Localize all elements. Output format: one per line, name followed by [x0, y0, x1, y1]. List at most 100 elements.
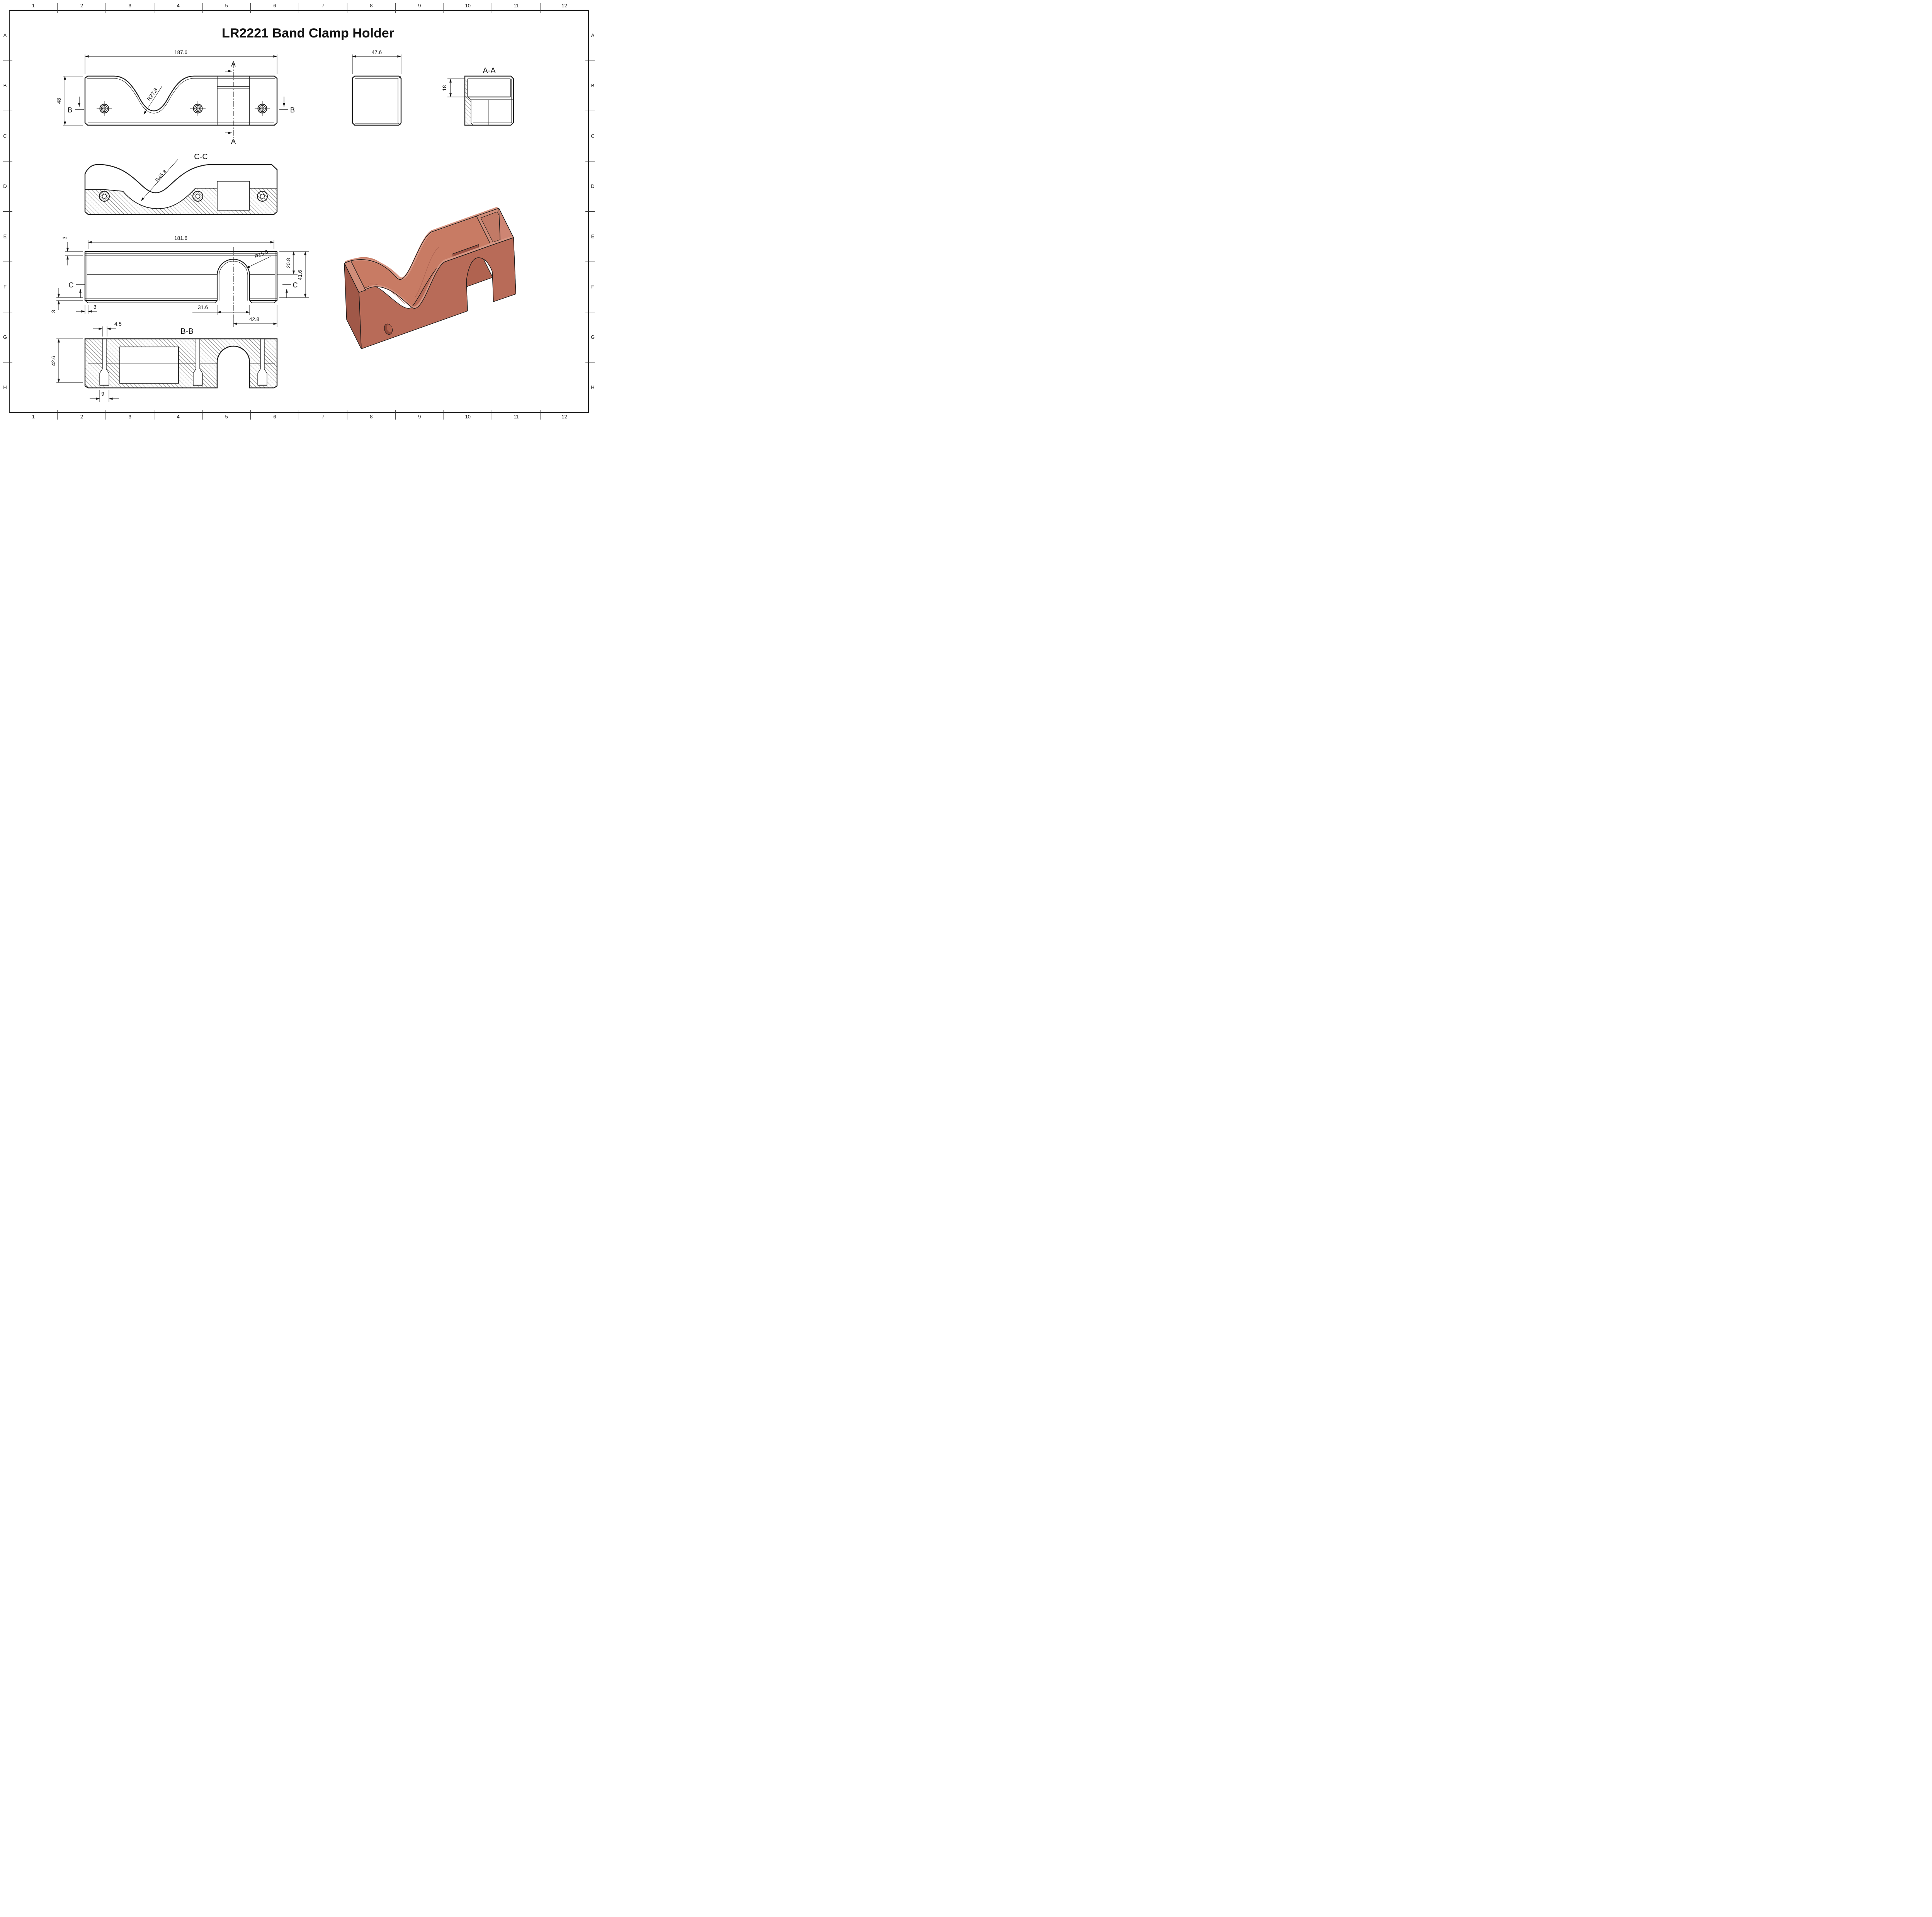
- aa-outline: [464, 75, 514, 126]
- dim-48: 48: [56, 76, 83, 126]
- section-marker-a-bottom: A: [225, 132, 236, 145]
- dim-label: 18: [442, 85, 447, 91]
- cc-inner-wave-edge: [85, 188, 277, 209]
- grid-column-label: 4: [177, 414, 180, 420]
- aa-hatch: [465, 76, 473, 125]
- front-view: R15.8 181.6 3 20.8 41.6 3: [51, 235, 309, 327]
- grid-column-label: 11: [514, 3, 519, 8]
- grid-column-label: 2: [80, 414, 83, 420]
- dim-18: 18: [442, 78, 468, 97]
- grid-column-label: 9: [418, 3, 421, 8]
- section-view-aa: A-A 18: [442, 66, 514, 126]
- section-view-bb: B-B 4.5 42.6 9: [51, 321, 278, 402]
- top-view: 187.6 48 R27.8 A A B: [56, 49, 295, 145]
- grid-row-label: A: [3, 32, 7, 38]
- side-view: 47.6: [352, 49, 402, 126]
- grid-column-label: 12: [561, 3, 567, 8]
- grid-column-label: 4: [177, 3, 180, 8]
- grid-row-label: B: [591, 83, 595, 88]
- aa-inner-lines: [471, 79, 514, 125]
- grid-row-label: C: [3, 133, 7, 139]
- grid-row-label: F: [591, 284, 594, 290]
- dim-label: 42.6: [51, 356, 56, 366]
- grid-column-label: 1: [32, 414, 35, 420]
- grid-ticks: [3, 3, 595, 420]
- grid-row-label: G: [591, 334, 595, 340]
- grid-row-label: D: [591, 183, 594, 189]
- grid-row-label: E: [3, 234, 7, 240]
- render-far-edge: [344, 208, 499, 280]
- marker-label: B: [68, 106, 72, 114]
- section-marker-b-right: B: [279, 97, 295, 114]
- dim-label: 41.6: [297, 270, 303, 280]
- grid-column-label: 6: [273, 3, 276, 8]
- section-marker-a-top: A: [225, 60, 236, 72]
- cc-outline: [84, 164, 278, 215]
- grid-row-label: B: [3, 83, 7, 88]
- grid-row-label: G: [3, 334, 7, 340]
- grid-column-label: 9: [418, 414, 421, 420]
- grid-row-label: E: [591, 234, 595, 240]
- marker-label: B: [290, 106, 295, 114]
- marker-label: C: [293, 281, 298, 289]
- bb-hole-channels: [99, 339, 267, 386]
- render-saddle-surface: [344, 208, 514, 309]
- section-view-cc: C-C R45.8: [84, 153, 278, 215]
- side-view-inner: [355, 76, 401, 126]
- page-title: LR2221 Band Clamp Holder: [222, 26, 394, 41]
- cc-pocket: [217, 181, 250, 211]
- render-left-face: [344, 263, 362, 349]
- render-3d: [344, 207, 516, 349]
- grid-column-label: 3: [129, 3, 131, 8]
- top-view-slot-walls: [217, 76, 250, 125]
- marker-label: A: [231, 138, 236, 145]
- grid-column-label: 10: [465, 3, 470, 8]
- dim-181-6: 181.6: [88, 235, 274, 249]
- bb-pocket: [119, 347, 179, 384]
- grid-row-label: H: [591, 384, 594, 390]
- grid-column-label: 8: [370, 3, 372, 8]
- front-inner-lines: [85, 252, 277, 301]
- dim-label: 31.6: [198, 304, 208, 310]
- section-title: A-A: [483, 66, 496, 75]
- leader-r27-8: R27.8: [143, 85, 163, 115]
- dim-label: 20.8: [286, 258, 291, 268]
- dim-label: 42.8: [249, 316, 259, 322]
- grid-row-label: C: [591, 133, 594, 139]
- dim-label: 4.5: [114, 321, 122, 327]
- section-marker-c-left: C: [69, 281, 85, 298]
- grid-column-label: 8: [370, 414, 372, 420]
- render-near-rim: [359, 236, 513, 309]
- grid-column-label: 6: [273, 414, 276, 420]
- dim-label: 47.6: [372, 49, 382, 55]
- grid-row-label: A: [591, 32, 595, 38]
- grid-column-label: 12: [561, 414, 567, 420]
- grid-column-label: 10: [465, 414, 470, 420]
- marker-label: C: [69, 281, 74, 289]
- bb-outline: [84, 338, 278, 389]
- dim-label: R45.8: [154, 168, 168, 183]
- grid-row-label: H: [3, 384, 7, 390]
- dim-3-bottom-vert: 3: [51, 288, 83, 313]
- section-title: C-C: [194, 153, 208, 161]
- top-view-inner-wave: [87, 78, 275, 114]
- dim-label: 187.6: [174, 49, 187, 55]
- top-view-outline: [84, 75, 278, 126]
- marker-label: A: [231, 60, 236, 68]
- dim-3-bottom-horiz: 3: [76, 304, 97, 314]
- dim-42-8: 42.8: [233, 305, 277, 327]
- dim-label: 3: [94, 304, 97, 310]
- front-bottom-face: [85, 300, 277, 303]
- grid-row-label: D: [3, 183, 7, 189]
- dim-3-top: 3: [62, 236, 83, 265]
- dim-42-6: 42.6: [51, 338, 83, 383]
- grid-column-label: 1: [32, 3, 35, 8]
- cc-holes: [99, 191, 268, 202]
- section-marker-b-left: B: [68, 97, 84, 114]
- bb-slot: [216, 345, 250, 388]
- dim-41-6: 41.6: [279, 251, 309, 298]
